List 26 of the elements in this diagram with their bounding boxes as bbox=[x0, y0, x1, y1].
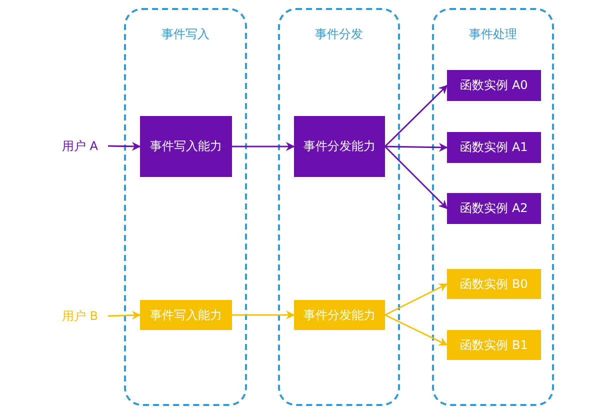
user-label: 用户 A bbox=[52, 134, 108, 158]
lane-heading: 事件处理 bbox=[468, 26, 518, 43]
arrow bbox=[232, 310, 295, 320]
arrow bbox=[384, 142, 448, 152]
process-box: 函数实例 A2 bbox=[447, 193, 541, 224]
user-label: 用户 B bbox=[52, 304, 108, 328]
arrow bbox=[384, 84, 448, 148]
arrow bbox=[384, 283, 448, 316]
arrow bbox=[108, 310, 141, 320]
arrow bbox=[232, 142, 295, 151]
process-box: 函数实例 B1 bbox=[447, 330, 541, 360]
lane-heading: 事件分发 bbox=[314, 26, 364, 43]
arrow bbox=[384, 146, 448, 210]
process-box: 函数实例 A1 bbox=[447, 132, 541, 163]
process-box: 事件分发能力 bbox=[294, 116, 385, 177]
swimlane bbox=[124, 8, 247, 406]
process-box: 函数实例 A0 bbox=[447, 70, 541, 101]
arrow bbox=[108, 142, 141, 151]
swimlane bbox=[432, 8, 554, 406]
process-box: 事件分发能力 bbox=[294, 300, 385, 330]
process-box: 函数实例 B0 bbox=[447, 269, 541, 299]
lane-heading: 事件写入 bbox=[160, 26, 210, 43]
process-box: 事件写入能力 bbox=[140, 300, 232, 330]
swimlane bbox=[278, 8, 400, 406]
arrow bbox=[384, 314, 448, 346]
process-box: 事件写入能力 bbox=[140, 116, 232, 177]
